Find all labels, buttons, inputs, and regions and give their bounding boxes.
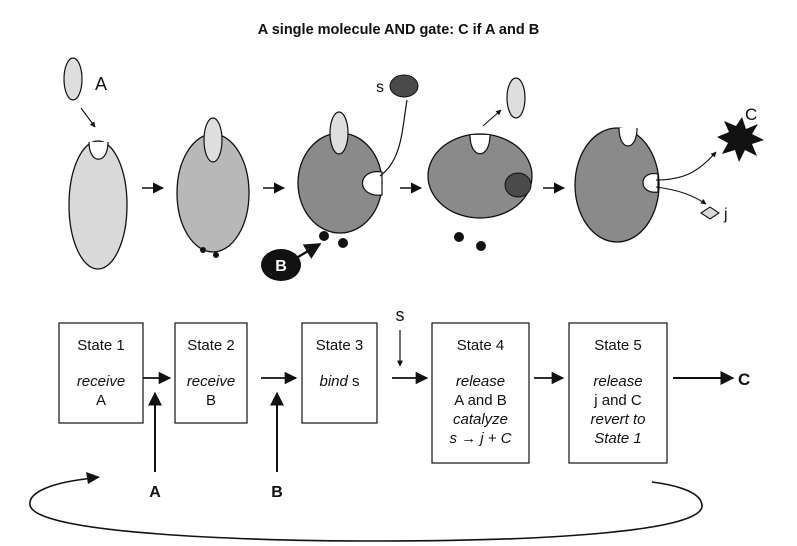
state-name: State 3 [316, 337, 364, 354]
molecule-stage-1: A [63, 57, 128, 270]
substrate-s-token [389, 74, 419, 98]
s-path-curve [379, 99, 408, 177]
state-action-line: j and C [593, 392, 642, 409]
b-site-dot [213, 252, 219, 258]
state-action-line: revert to [590, 411, 645, 428]
label-s-top: s [376, 79, 384, 96]
molecule-a-token [63, 57, 83, 101]
arrow-a-release [482, 109, 502, 127]
bound-a-3 [329, 111, 349, 155]
revert-loop-arrowhead [86, 472, 100, 484]
state-box-5: State 5 release j and C revert to State 1 [568, 322, 668, 464]
state-action-line: A and B [454, 392, 507, 409]
state-box-frame [58, 322, 144, 424]
label-j-top: j [723, 206, 728, 223]
bound-s-4 [504, 172, 532, 198]
molecule-stage-5: C j [574, 105, 764, 243]
state-action-line: receive [187, 373, 235, 390]
input-label-a: A [149, 484, 161, 501]
state-action-line: A [96, 392, 106, 409]
state-action-line: release [456, 373, 505, 390]
output-label-c: C [738, 370, 750, 389]
state-name: State 5 [594, 337, 642, 354]
molecule-stage-3: s B [261, 74, 419, 281]
molecule-stage-4 [427, 77, 533, 251]
arrow-a-to-pocket [80, 107, 96, 128]
input-label-s: s [396, 305, 405, 325]
state-name: State 4 [457, 337, 505, 354]
molecule-stage-2 [176, 117, 250, 258]
released-b-dot [454, 232, 464, 242]
state-box-frame [301, 322, 378, 424]
bound-a-2 [203, 117, 223, 163]
state-box-3: State 3 bind s [301, 322, 378, 424]
label-c-top: C [745, 105, 757, 124]
enzyme-body-1 [68, 140, 128, 270]
bound-b-dot [338, 238, 348, 248]
diagram-title: A single molecule AND gate: C if A and B [257, 22, 540, 38]
state-box-4: State 4 release A and B catalyze s → j + C [431, 322, 530, 464]
molecule-b-token [261, 249, 301, 281]
s-binding-pocket [361, 171, 383, 196]
state-action-line: receive [77, 373, 125, 390]
b-site-dot [200, 247, 206, 253]
state-box-frame [568, 322, 668, 464]
enzyme-body-4 [427, 133, 533, 219]
revert-loop-arrow [29, 477, 703, 542]
state-box-frame [174, 322, 248, 424]
state-name: State 1 [77, 337, 125, 354]
state-action-line: release [593, 373, 642, 390]
released-b-dot [476, 241, 486, 251]
released-a-token [506, 77, 526, 119]
label-b-token: B [275, 258, 287, 275]
product-j-diamond [700, 206, 720, 220]
input-label-b: B [271, 484, 283, 501]
arrow-b-to-enzyme [297, 242, 322, 259]
state-action-line: State 1 [594, 430, 642, 447]
empty-a-pocket-5 [618, 127, 638, 147]
binding-pocket-a-1 [88, 141, 109, 160]
empty-s-pocket-5 [642, 173, 659, 193]
released-a-pocket [469, 134, 491, 155]
arrow-c-release [655, 151, 717, 181]
state-box-frame [431, 322, 530, 464]
state-action-line: bind s [319, 373, 359, 390]
label-a: A [95, 74, 107, 94]
state-name: State 2 [187, 337, 235, 354]
product-c-starburst [717, 117, 764, 162]
enzyme-body-5 [574, 127, 660, 243]
state-action-line: catalyze [453, 411, 508, 428]
state-action-line: B [206, 392, 216, 409]
arrow-j-release [655, 186, 707, 205]
bound-b-dot [319, 231, 329, 241]
state-action-line: s → j + C [449, 430, 511, 447]
